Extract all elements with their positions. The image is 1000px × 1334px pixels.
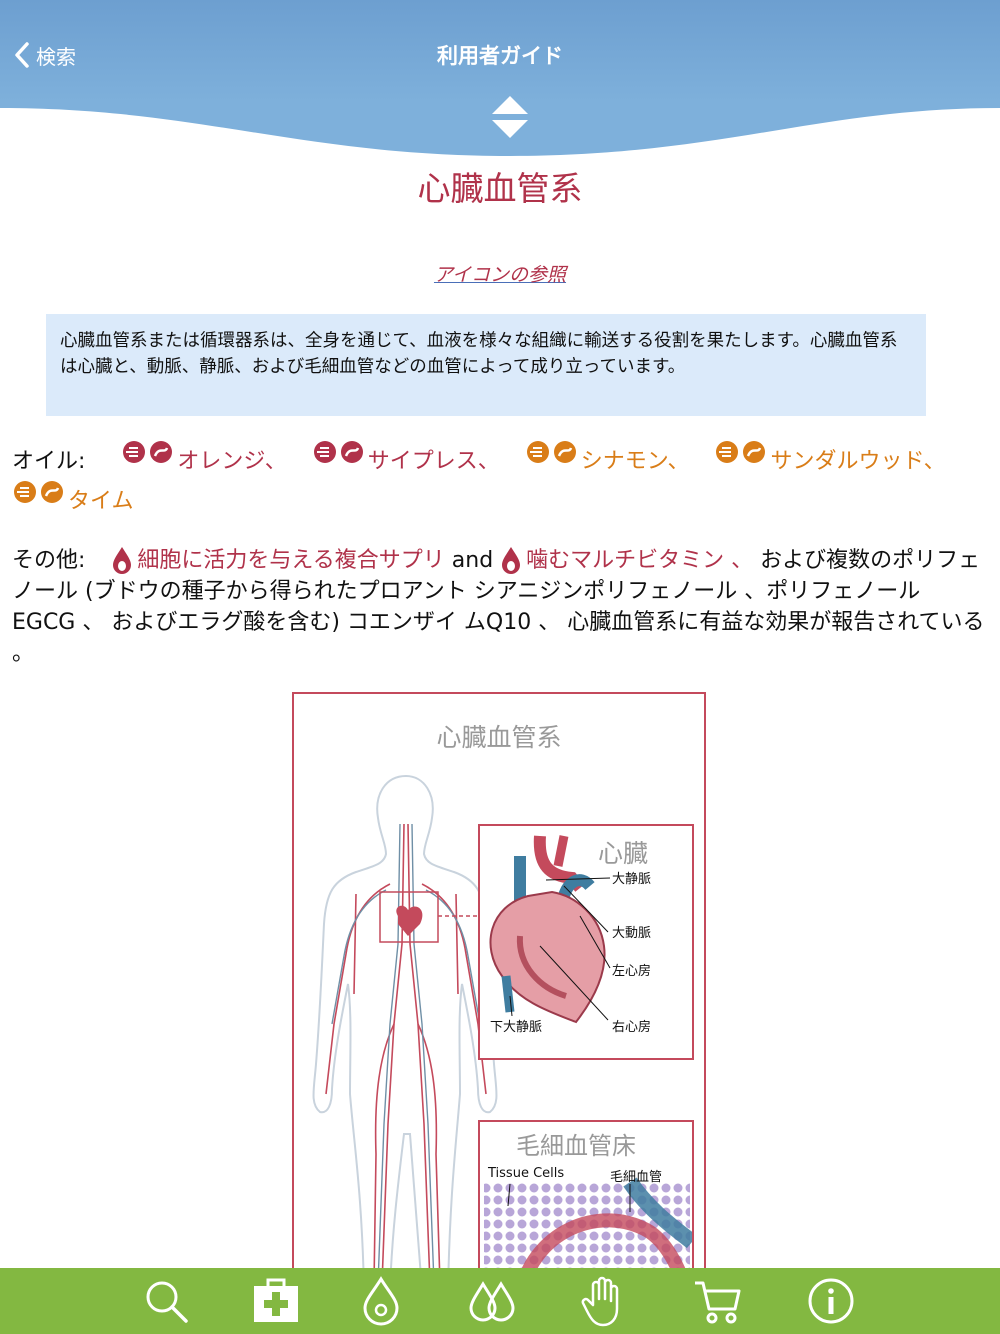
cart-icon — [695, 1281, 741, 1324]
drop-icon — [502, 547, 521, 574]
and-text: and — [451, 548, 494, 573]
heart-label-left-atrium: 左心房 — [612, 964, 652, 979]
tab-search[interactable] — [140, 1276, 192, 1326]
info-icon — [808, 1278, 854, 1324]
oil-link-cypress[interactable]: サイプレス、 — [312, 440, 500, 480]
back-button[interactable]: 検索 — [14, 38, 76, 72]
heart-label-right-atrium: 右心房 — [612, 1020, 652, 1035]
oil-link-thyme[interactable]: タイム — [12, 480, 134, 520]
heart-illustration — [489, 835, 611, 1024]
other-description: および複数のポリフェ ノール (ブドウの種子から得られたプロアント シアニジンポ… — [12, 548, 985, 666]
oil-link-sandalwood[interactable]: サンダルウッド、 — [714, 440, 946, 480]
heart-label-inferior-vena-cava: 下大静脈 — [490, 1020, 543, 1035]
sort-toggle-icon[interactable] — [488, 94, 532, 142]
capillary-label-tissue-cells: Tissue Cells — [488, 1166, 565, 1181]
oil-name: オレンジ、 — [177, 449, 287, 474]
capillary-label-capillary: 毛細血管 — [610, 1170, 663, 1185]
other-paragraph: その他: 細胞に活力を与える複合サプリ and 噛むマルチビタミン 、 および複… — [12, 545, 990, 669]
oil-name: シナモン、 — [580, 449, 690, 474]
capillary-illustration — [484, 1177, 692, 1290]
search-icon — [146, 1281, 188, 1323]
tab-single-oil[interactable] — [355, 1276, 407, 1326]
hand-icon — [581, 1276, 619, 1327]
cardiovascular-diagram: 心臓血管系 心臓 — [292, 692, 706, 1292]
oil-link-cinnamon[interactable]: シナモン、 — [525, 440, 690, 480]
intro-box: 心臓血管系または循環器系は、全身を通じて、血液を様々な組織に輸送する役割を果たし… — [46, 314, 926, 416]
topical-aromatic-icons — [526, 441, 576, 463]
tab-info[interactable] — [805, 1276, 857, 1326]
tab-touch[interactable] — [578, 1276, 630, 1327]
topical-aromatic-icons — [14, 481, 63, 503]
nav-title: 利用者ガイド — [437, 44, 563, 68]
oil-link-orange[interactable]: オレンジ、 — [121, 440, 287, 480]
back-label: 検索 — [36, 44, 76, 69]
oil-name: サイプレス、 — [367, 449, 500, 474]
chevron-left-icon — [15, 42, 29, 68]
heart-inset-title: 心臓 — [598, 839, 649, 868]
heart-inset: 心臓 大静脈 大動脈 左心房 下大静脈 右心房 — [478, 824, 694, 1060]
capillary-inset-title: 毛細血管床 — [516, 1132, 636, 1160]
single-drop-icon — [363, 1276, 399, 1326]
topical-aromatic-icons — [313, 441, 363, 463]
oil-name: タイム — [68, 489, 134, 514]
supplement-link-1[interactable]: 細胞に活力を与える複合サプリ — [137, 548, 445, 573]
heart-label-aorta: 大動脈 — [612, 926, 652, 941]
page-title: 心臓血管系 — [417, 169, 583, 208]
oil-name: サンダルウッド、 — [770, 449, 946, 474]
first-aid-icon — [254, 1278, 298, 1322]
topical-aromatic-icons — [123, 441, 173, 463]
oils-paragraph: オイル: オレンジ、 サイプレス、 シナモン、 サンダルウッド、 タイム — [12, 440, 990, 520]
nav-bar: 検索 利用者ガイド — [0, 0, 1000, 102]
capillary-inset: 毛細血管床 Tissue Cells 毛細血管 — [478, 1120, 694, 1290]
icon-reference-link[interactable]: アイコンの参照 — [433, 264, 567, 286]
heart-label-vena-cava: 大静脈 — [612, 872, 652, 887]
diagram-title: 心臓血管系 — [436, 723, 562, 752]
body-silhouette-illustration — [312, 774, 498, 1290]
topical-aromatic-icons — [716, 441, 766, 463]
oils-label: オイル: — [12, 449, 86, 474]
tab-bar — [0, 1268, 1000, 1334]
other-label: その他: — [12, 548, 86, 573]
drop-icon — [113, 547, 132, 574]
tab-oil-blends[interactable] — [466, 1276, 518, 1326]
tab-cart[interactable] — [692, 1276, 744, 1326]
tab-first-aid[interactable] — [250, 1276, 302, 1326]
supplement-link-2[interactable]: 噛むマルチビタミン 、 — [526, 548, 754, 573]
oils-drops-icon — [469, 1281, 515, 1322]
intro-text: 心臓血管系または循環器系は、全身を通じて、血液を様々な組織に輸送する役割を果たし… — [60, 331, 898, 377]
